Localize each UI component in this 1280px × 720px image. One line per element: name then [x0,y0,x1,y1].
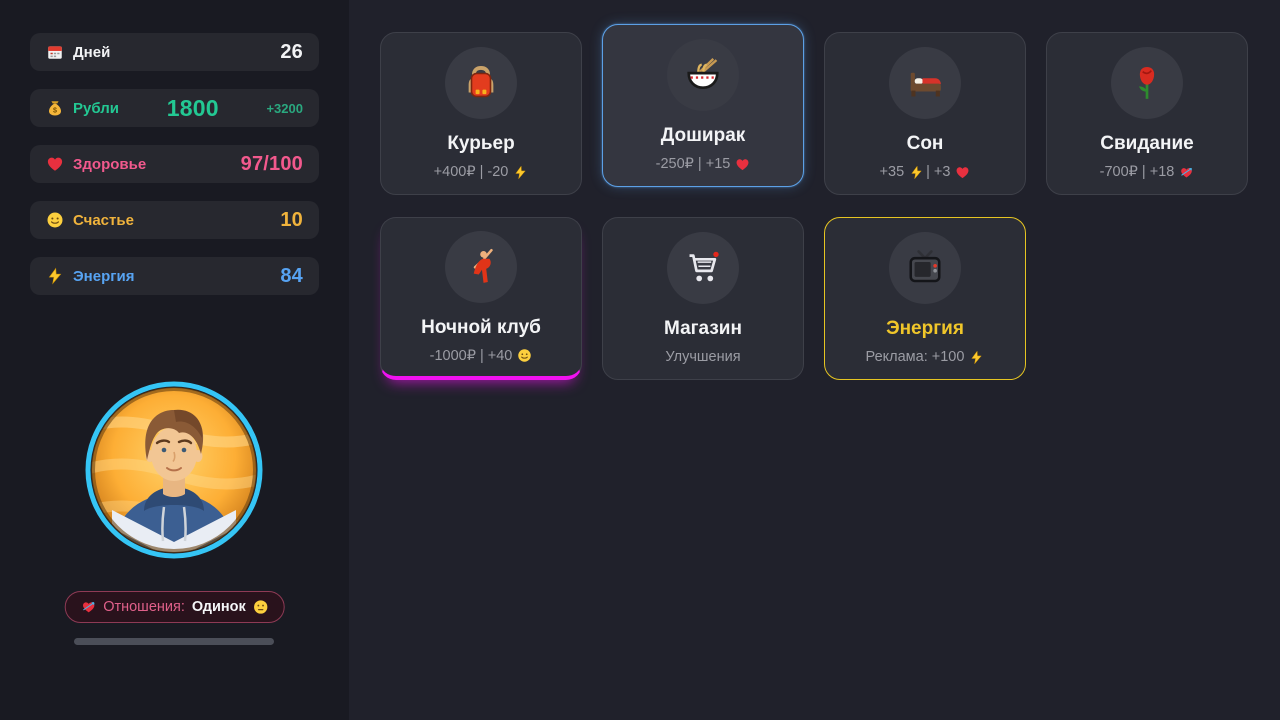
stat-days: Дней 26 [30,33,319,71]
card-subtitle-sleep: +35 | +3 [880,164,971,180]
action-card-shop[interactable]: Магазин Улучшения [602,217,804,380]
stat-money-delta: +3200 [266,100,303,116]
card-subtitle-shop: Улучшения [665,349,741,365]
card-subtitle-energy-ad: Реклама: +100 [866,349,985,365]
relationship-value: Одинок [191,599,246,615]
stat-days-value: 26 [280,40,303,63]
calendar-icon [46,43,64,61]
actions-grid: Курьер +400₽ | -20 Доширак -250₽ | +15 С… [380,24,1248,380]
stat-energy-value: 84 [280,264,303,287]
action-card-nightclub[interactable]: Ночной клуб -1000₽ | +40 [380,217,582,380]
stat-money: $ Рубли 1800 +3200 [30,89,319,127]
bed-icon [889,47,961,119]
relationship-status[interactable]: Отношения: Одинок [64,591,285,623]
bolt-icon [969,350,984,365]
stats-panel: Дней 26 $ Рубли 1800 +3200 Здоровье 97/1… [30,33,319,313]
actions-area: Курьер +400₽ | -20 Доширак -250₽ | +15 С… [349,0,1280,720]
stat-health-label: Здоровье [73,155,147,173]
heart-icon [735,157,750,172]
relationship-progress-bar [74,638,274,645]
smiley-icon [517,348,532,363]
moneybag-icon: $ [46,99,64,117]
card-title-sleep: Сон [906,133,944,154]
action-card-date[interactable]: Свидание -700₽ | +18 [1046,32,1248,195]
action-card-doshirak[interactable]: Доширак -250₽ | +15 [602,24,804,187]
card-subtitle-doshirak: -250₽ | +15 [656,156,751,172]
rose-icon [1111,47,1183,119]
player-avatar [84,380,264,560]
action-card-sleep[interactable]: Сон +35 | +3 [824,32,1026,195]
stat-happiness-value: 10 [280,208,303,231]
card-title-doshirak: Доширак [660,125,746,146]
stat-health-value: 97/100 [240,152,303,175]
card-title-nightclub: Ночной клуб [421,316,541,338]
svg-text:$: $ [53,107,57,115]
dancer-icon [445,230,517,303]
sidebar: Дней 26 $ Рубли 1800 +3200 Здоровье 97/1… [0,0,349,720]
card-title-energy-ad: Энергия [886,318,964,339]
ramen-icon [667,39,739,111]
heart-icon [955,165,970,180]
heart-icon [46,155,64,173]
neutral-face-icon [253,599,269,615]
stat-happiness-label: Счастье [73,211,134,229]
card-subtitle-date: -700₽ | +18 [1100,164,1195,180]
card-subtitle-nightclub: -1000₽ | +40 [430,348,533,364]
action-card-energy-ad[interactable]: Энергия Реклама: +100 [824,217,1026,380]
stat-money-value: 1800 [166,94,219,121]
backpack-icon [445,47,517,119]
stat-energy-label: Энергия [73,267,135,285]
stat-energy: Энергия 84 [30,257,319,295]
bolt-icon [513,165,528,180]
tv-icon [889,232,961,304]
smiley-icon [46,211,64,229]
relationship-label: Отношения: [103,599,185,615]
card-subtitle-courier: +400₽ | -20 [434,164,529,180]
stat-days-label: Дней [73,43,111,61]
cupid-heart-icon [80,599,96,615]
stat-health: Здоровье 97/100 [30,145,319,183]
action-card-courier[interactable]: Курьер +400₽ | -20 [380,32,582,195]
card-title-date: Свидание [1100,133,1194,154]
stat-happiness: Счастье 10 [30,201,319,239]
cart-icon [667,232,739,304]
bolt-icon [46,267,64,285]
bolt-icon [909,165,924,180]
card-title-shop: Магазин [664,318,742,339]
card-title-courier: Курьер [447,133,515,154]
cupid-heart-icon [1179,165,1194,180]
stat-money-label: Рубли [73,99,119,117]
